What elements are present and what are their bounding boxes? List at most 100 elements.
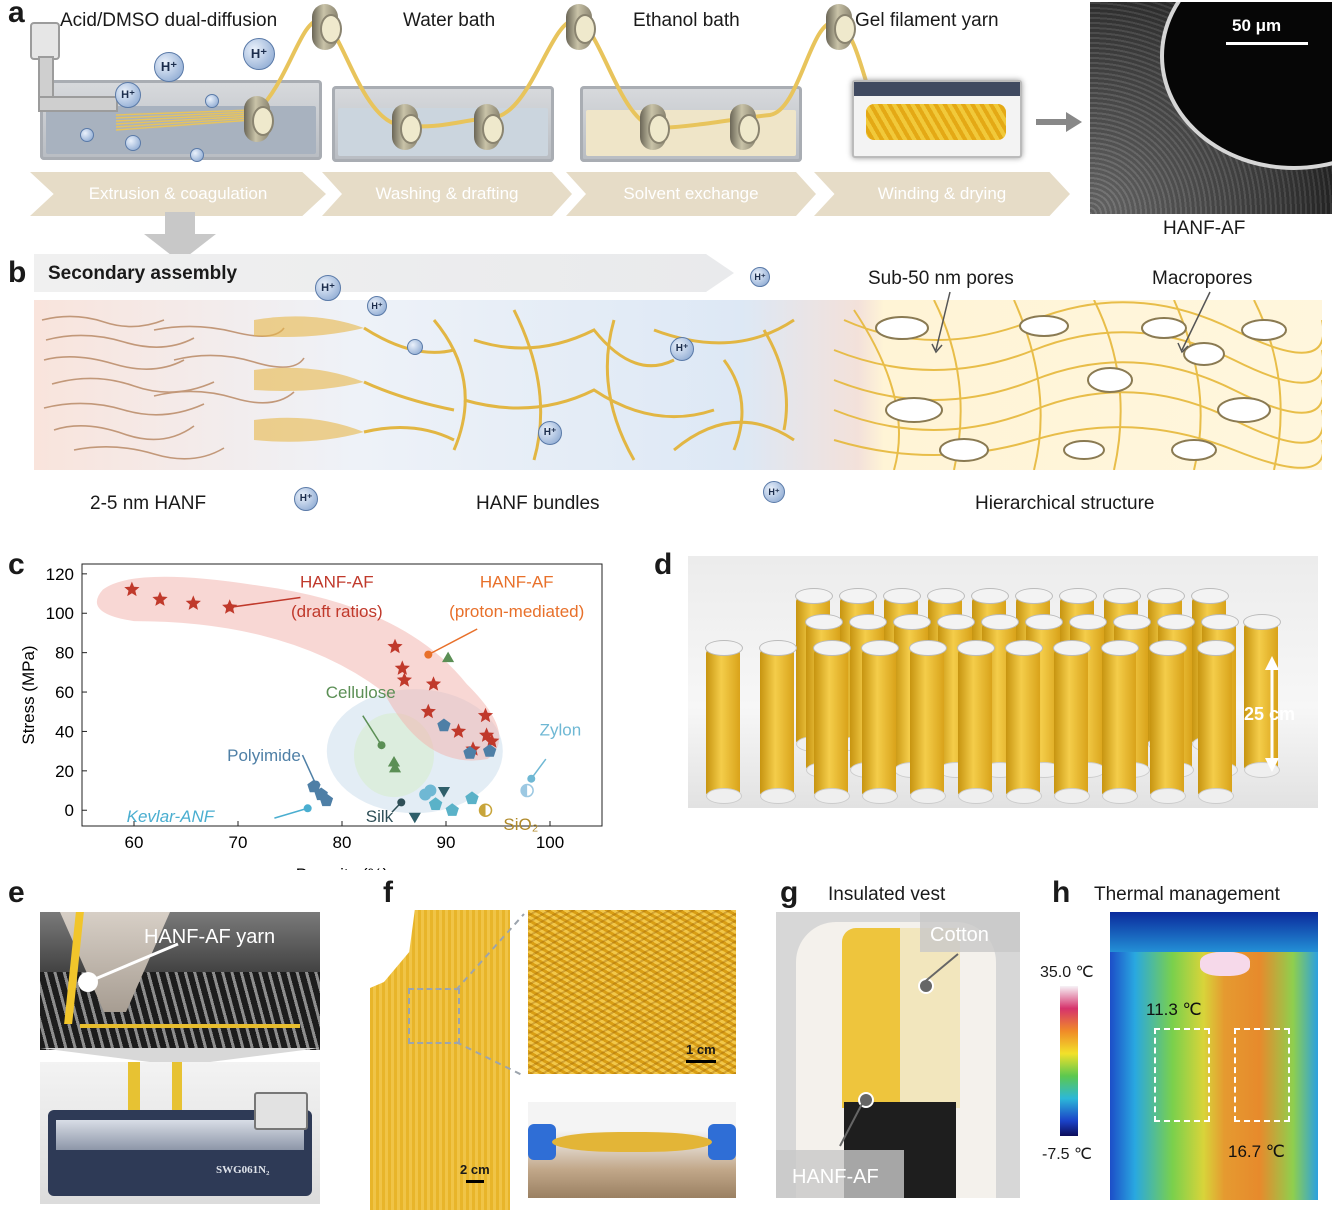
annotation-silk: Silk [366, 807, 394, 826]
annotation-leader [301, 754, 317, 785]
panel-label-d: d [654, 548, 673, 581]
point-cellulose [387, 756, 401, 767]
y-axis-label: Stress (MPa) [19, 645, 38, 744]
assembly-schematic [34, 300, 1322, 470]
point-kevlar-anf [424, 784, 437, 797]
roller-7 [730, 104, 760, 150]
process-step-winding: Winding & drying [814, 172, 1070, 216]
point-polyimide [463, 746, 477, 759]
step-title-water-bath: Water bath [403, 10, 496, 31]
panel-label-e: e [8, 876, 25, 909]
proton-ion: H⁺ [154, 52, 184, 82]
x-axis-label: Porosity (%) [296, 865, 389, 870]
sub50-pores-label: Sub-50 nm pores [868, 268, 1014, 289]
hanf-region [96, 576, 500, 761]
colorbar-min-label: -7.5 ℃ [1042, 1146, 1092, 1163]
yarn-spools-photo: 25 cm [688, 556, 1318, 808]
point-cellulose [442, 651, 455, 663]
yarn-spool [705, 640, 743, 804]
roller-8 [826, 4, 856, 50]
yarn-spool [1053, 640, 1091, 804]
zoom-dashed-lines [456, 913, 525, 1077]
sem-scale-label: 50 μm [1232, 16, 1282, 35]
y-tick-label: 20 [55, 762, 74, 781]
yarn-spool [1005, 640, 1043, 804]
proton-ion: H⁺ [115, 82, 141, 108]
pore-pointer-lines [931, 291, 1211, 354]
process-step-extrusion: Extrusion & coagulation [30, 172, 326, 216]
colorbar [1060, 986, 1078, 1136]
panel-label-f: f [383, 876, 393, 909]
proton-ion: H⁺ [294, 487, 318, 511]
proton-ion [125, 135, 141, 151]
proton-ion [80, 128, 94, 142]
roller-2 [312, 4, 342, 50]
y-tick-label: 0 [65, 801, 74, 820]
panel-label-a: a [8, 0, 25, 29]
step-title-gel-yarn: Gel filament yarn [855, 10, 999, 31]
roller-1 [244, 96, 274, 142]
yarn-spool [1101, 640, 1139, 804]
x-tick-label: 90 [437, 833, 456, 852]
x-tick-label: 60 [125, 833, 144, 852]
point-hanf-af-proton-mediated- [477, 707, 494, 723]
panel-label-b: b [8, 256, 27, 289]
yarn-spool [957, 640, 995, 804]
point-hanf-af-proton-mediated- [420, 703, 436, 719]
point-silk [408, 812, 421, 824]
annotation-dot [377, 741, 386, 750]
winding-spool-inset [852, 80, 1022, 158]
proton-ion: H⁺ [670, 337, 694, 361]
porosity-stress-chart: 60708090100020406080100120Porosity (%)St… [19, 563, 603, 870]
yarn-spool [861, 640, 899, 804]
double-arrow-icon [1265, 656, 1279, 772]
point-zylon [521, 784, 528, 797]
point-sio2 [479, 804, 486, 817]
sem-caption: HANF-AF [1163, 218, 1246, 239]
secondary-assembly-title: Secondary assembly [48, 263, 238, 284]
annotation-dot [424, 650, 433, 659]
proton-ion: H⁺ [538, 421, 562, 445]
machine-brand-text: SWG061N₂ [216, 1164, 270, 1176]
stage-label-hierarchical: Hierarchical structure [975, 493, 1155, 514]
fabric-scale-label: 2 cm [460, 1162, 490, 1177]
step-title-dual-diffusion: Acid/DMSO dual-diffusion [60, 10, 278, 31]
point-polyimide [319, 793, 334, 807]
yarn-spool [813, 640, 851, 804]
panel-label-g: g [780, 876, 799, 909]
roller-3 [392, 104, 422, 150]
annotation-dot [397, 798, 406, 807]
colorbar-max-label: 35.0 ℃ [1040, 964, 1094, 981]
sem-scale-bar [1226, 42, 1308, 45]
y-tick-label: 80 [55, 644, 74, 663]
point-hanf-af-proton-mediated- [396, 672, 412, 687]
yarn-spool [759, 640, 797, 804]
y-tick-label: 40 [55, 722, 74, 741]
annotation-dot [225, 603, 234, 612]
proton-ion: H⁺ [243, 38, 275, 70]
step-title-ethanol-bath: Ethanol bath [633, 10, 740, 31]
point-hanf-af-draft-ratios- [152, 591, 168, 606]
point-hanf-af-proton-mediated- [484, 733, 500, 748]
knitted-panel-photo: 2 cm [370, 910, 510, 1210]
proton-ion [205, 94, 219, 108]
annotation-polyimide: Polyimide [227, 746, 301, 765]
extruder-nozzle [38, 96, 118, 112]
panel-label-c: c [8, 548, 25, 581]
fabric-zoom-photo: 1 cm [528, 910, 736, 1074]
macropores-label: Macropores [1152, 268, 1253, 289]
annotation-hanf-draft-sub: (draft ratios) [291, 602, 383, 621]
point-hanf-af-proton-mediated- [425, 676, 442, 691]
zoom-connector [40, 1048, 320, 1062]
roller-6 [640, 104, 670, 150]
process-step-solvent: Solvent exchange [566, 172, 816, 216]
proton-ion: H⁺ [750, 267, 770, 287]
annotation-leader [274, 807, 308, 819]
proton-ion: H⁺ [367, 296, 387, 316]
annotation-sio2: SiO₂ [503, 815, 538, 834]
point-misc [465, 791, 479, 805]
annotation-leader [530, 758, 547, 780]
zoom-scale-label: 1 cm [686, 1042, 716, 1057]
process-step-washing: Washing & drafting [322, 172, 572, 216]
left-temp-label: 11.3 ℃ [1146, 1000, 1202, 1019]
